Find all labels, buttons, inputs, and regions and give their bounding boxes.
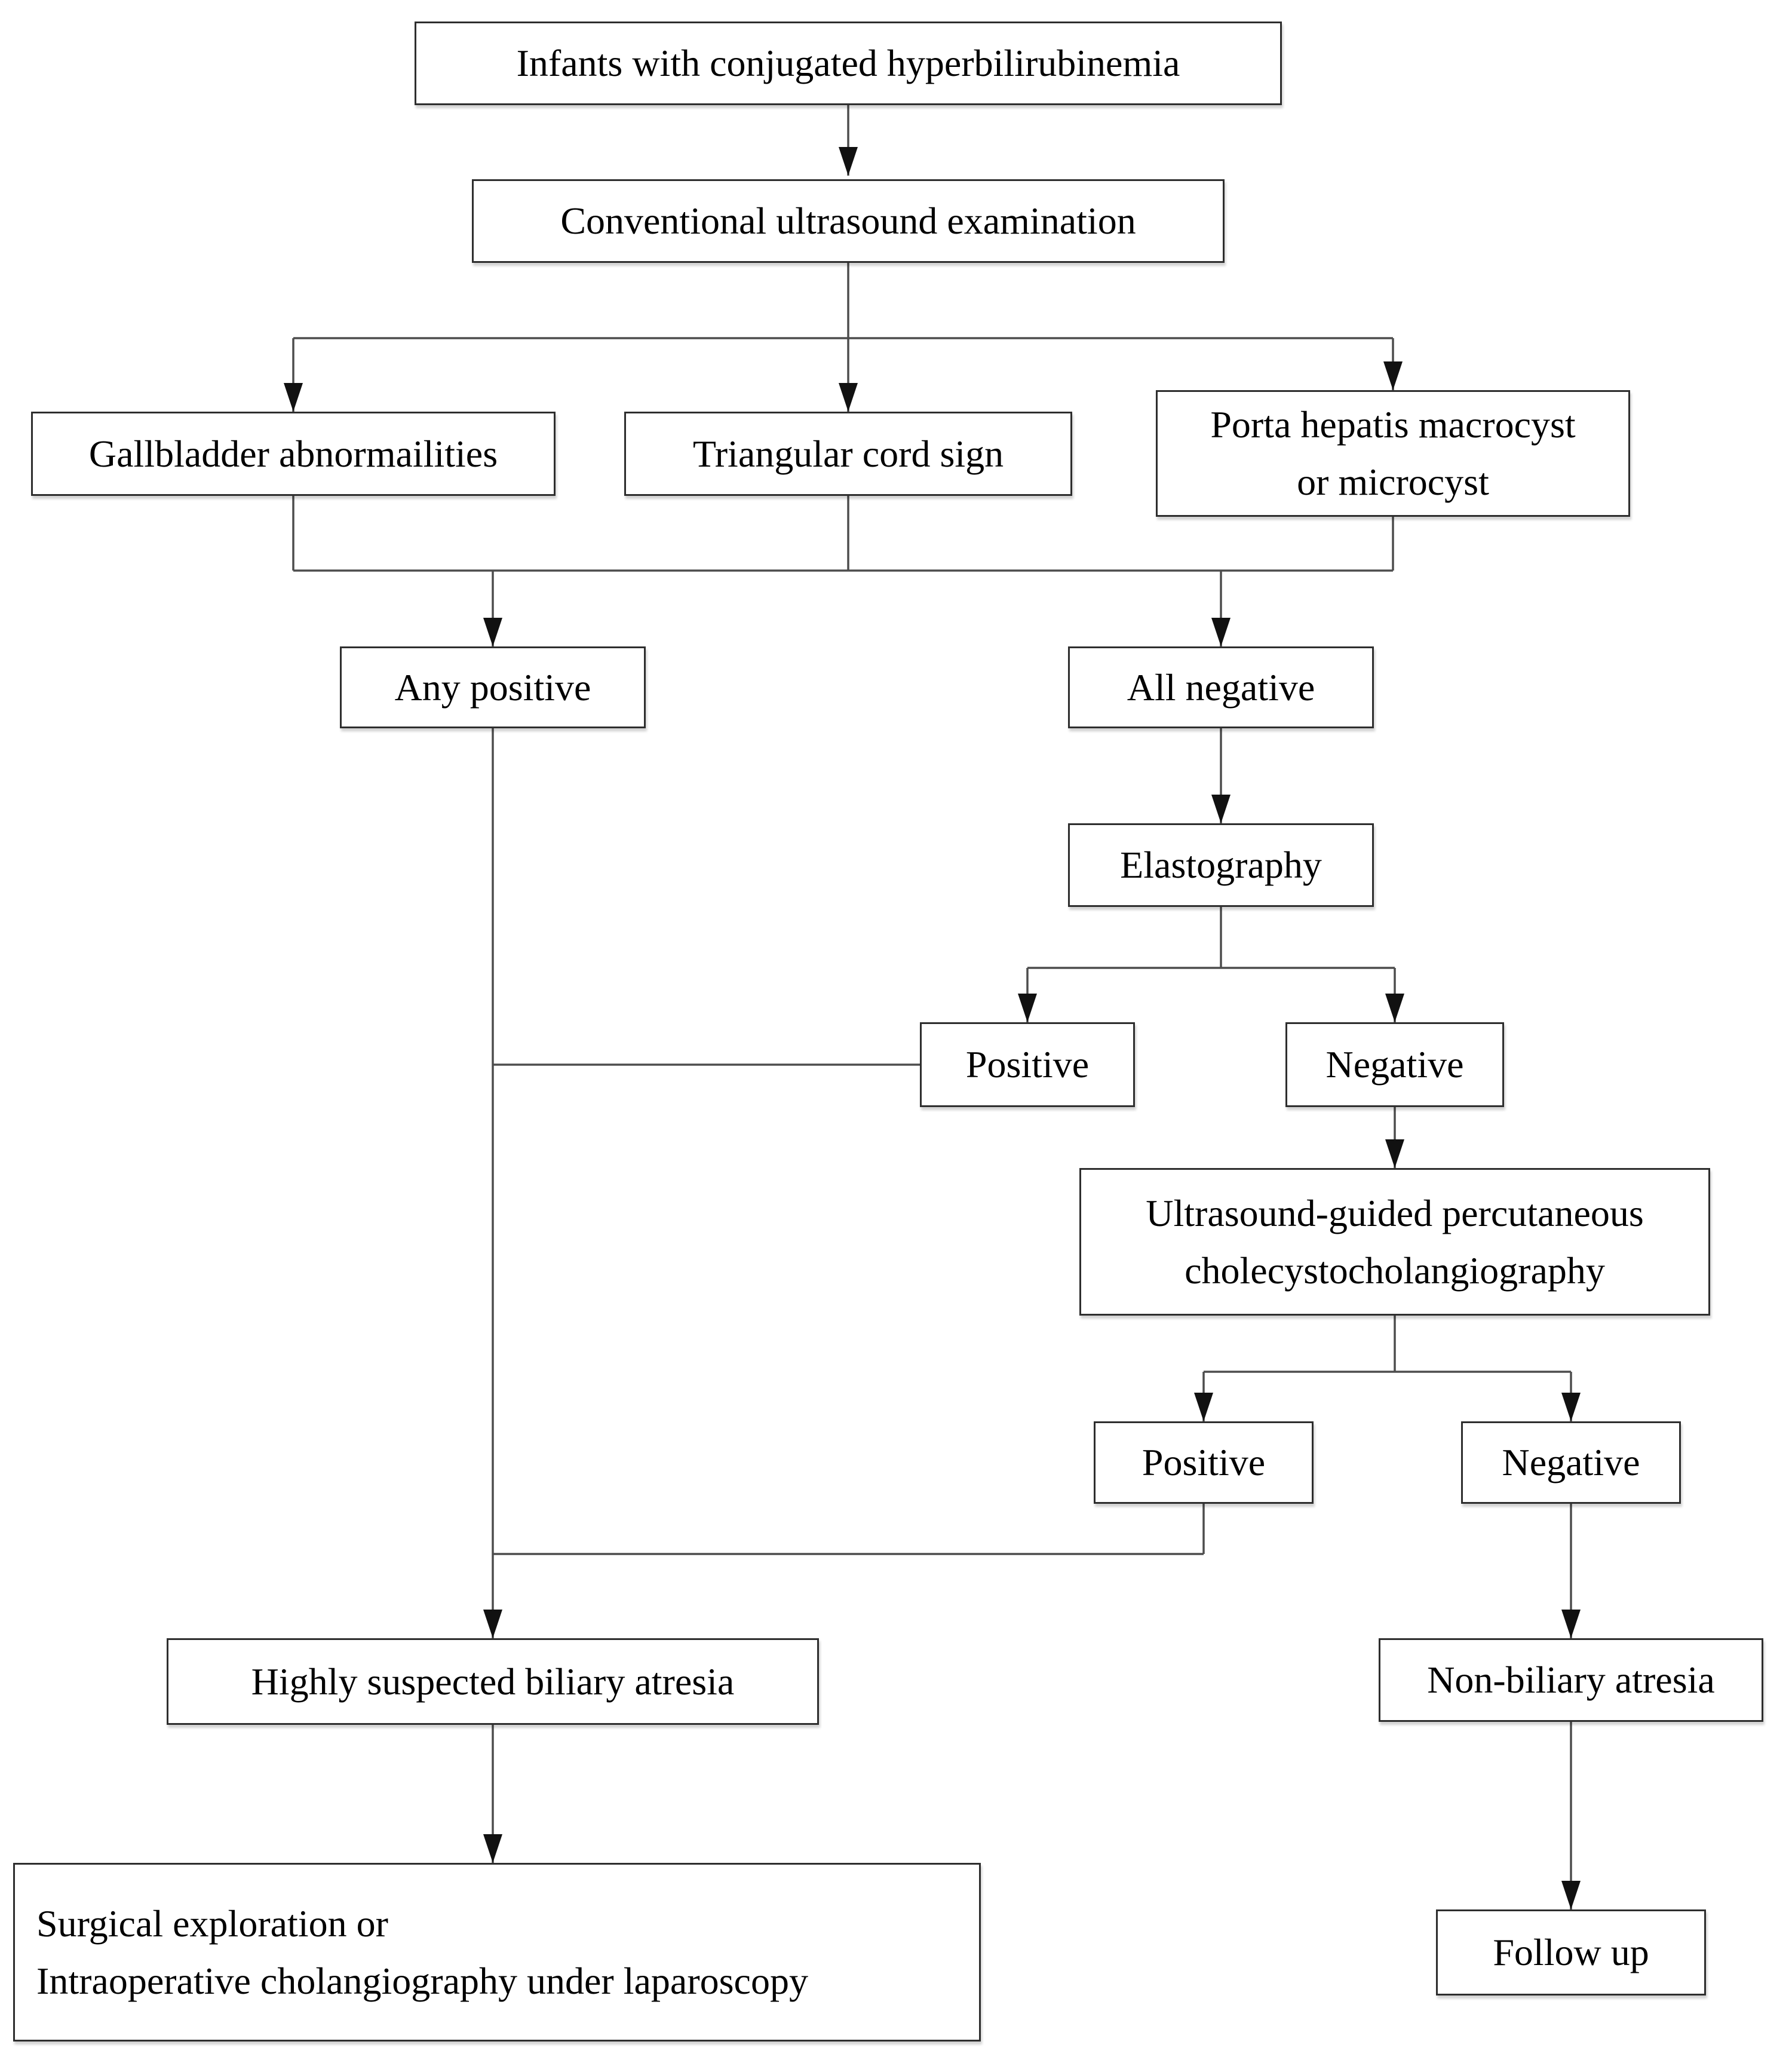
- node-infants: Infants with conjugated hyperbilirubinem…: [415, 22, 1282, 105]
- arrowhead-into-elasto-positive: [1018, 994, 1037, 1022]
- node-elasto-negative: Negative: [1285, 1022, 1504, 1107]
- arrowhead-into-any-positive: [483, 618, 502, 646]
- arrowhead-into-chol-negative: [1561, 1393, 1581, 1421]
- node-porta: Porta hepatis macrocyst or microcyst: [1156, 390, 1630, 517]
- node-non-biliary: Non-biliary atresia: [1379, 1638, 1763, 1722]
- node-follow-up: Follow up: [1436, 1909, 1706, 1996]
- arrowhead-into-elastography: [1211, 795, 1231, 823]
- node-elasto-positive: Positive: [920, 1022, 1135, 1107]
- arrowhead-into-non-biliary: [1561, 1610, 1581, 1638]
- node-chol-negative: Negative: [1461, 1421, 1681, 1504]
- node-cholangiography: Ultrasound-guided percutaneous cholecyst…: [1079, 1168, 1710, 1316]
- node-conventional: Conventional ultrasound examination: [472, 179, 1225, 263]
- node-elastography: Elastography: [1068, 823, 1374, 907]
- arrowhead-into-conventional: [839, 147, 858, 176]
- node-gallbladder: Gallbladder abnormailities: [31, 412, 556, 496]
- arrowhead-into-elasto-negative: [1385, 994, 1404, 1022]
- arrowhead-into-triangular: [839, 383, 858, 412]
- arrowhead-into-follow-up: [1561, 1881, 1581, 1909]
- arrowhead-into-highly-suspected: [483, 1610, 502, 1638]
- arrowhead-into-all-negative: [1211, 618, 1231, 646]
- node-all-negative: All negative: [1068, 646, 1374, 728]
- node-chol-positive: Positive: [1094, 1421, 1314, 1504]
- arrowhead-into-cholangiography: [1385, 1139, 1404, 1168]
- node-triangular: Triangular cord sign: [624, 412, 1072, 496]
- arrowhead-into-surgical: [483, 1834, 502, 1863]
- arrowhead-into-gallbladder: [284, 383, 303, 412]
- node-surgical: Surgical exploration or Intraoperative c…: [13, 1863, 981, 2042]
- node-highly-suspected: Highly suspected biliary atresia: [167, 1638, 819, 1725]
- node-any-positive: Any positive: [340, 646, 646, 728]
- arrowhead-into-chol-positive: [1194, 1393, 1213, 1421]
- arrowhead-into-porta: [1383, 361, 1403, 390]
